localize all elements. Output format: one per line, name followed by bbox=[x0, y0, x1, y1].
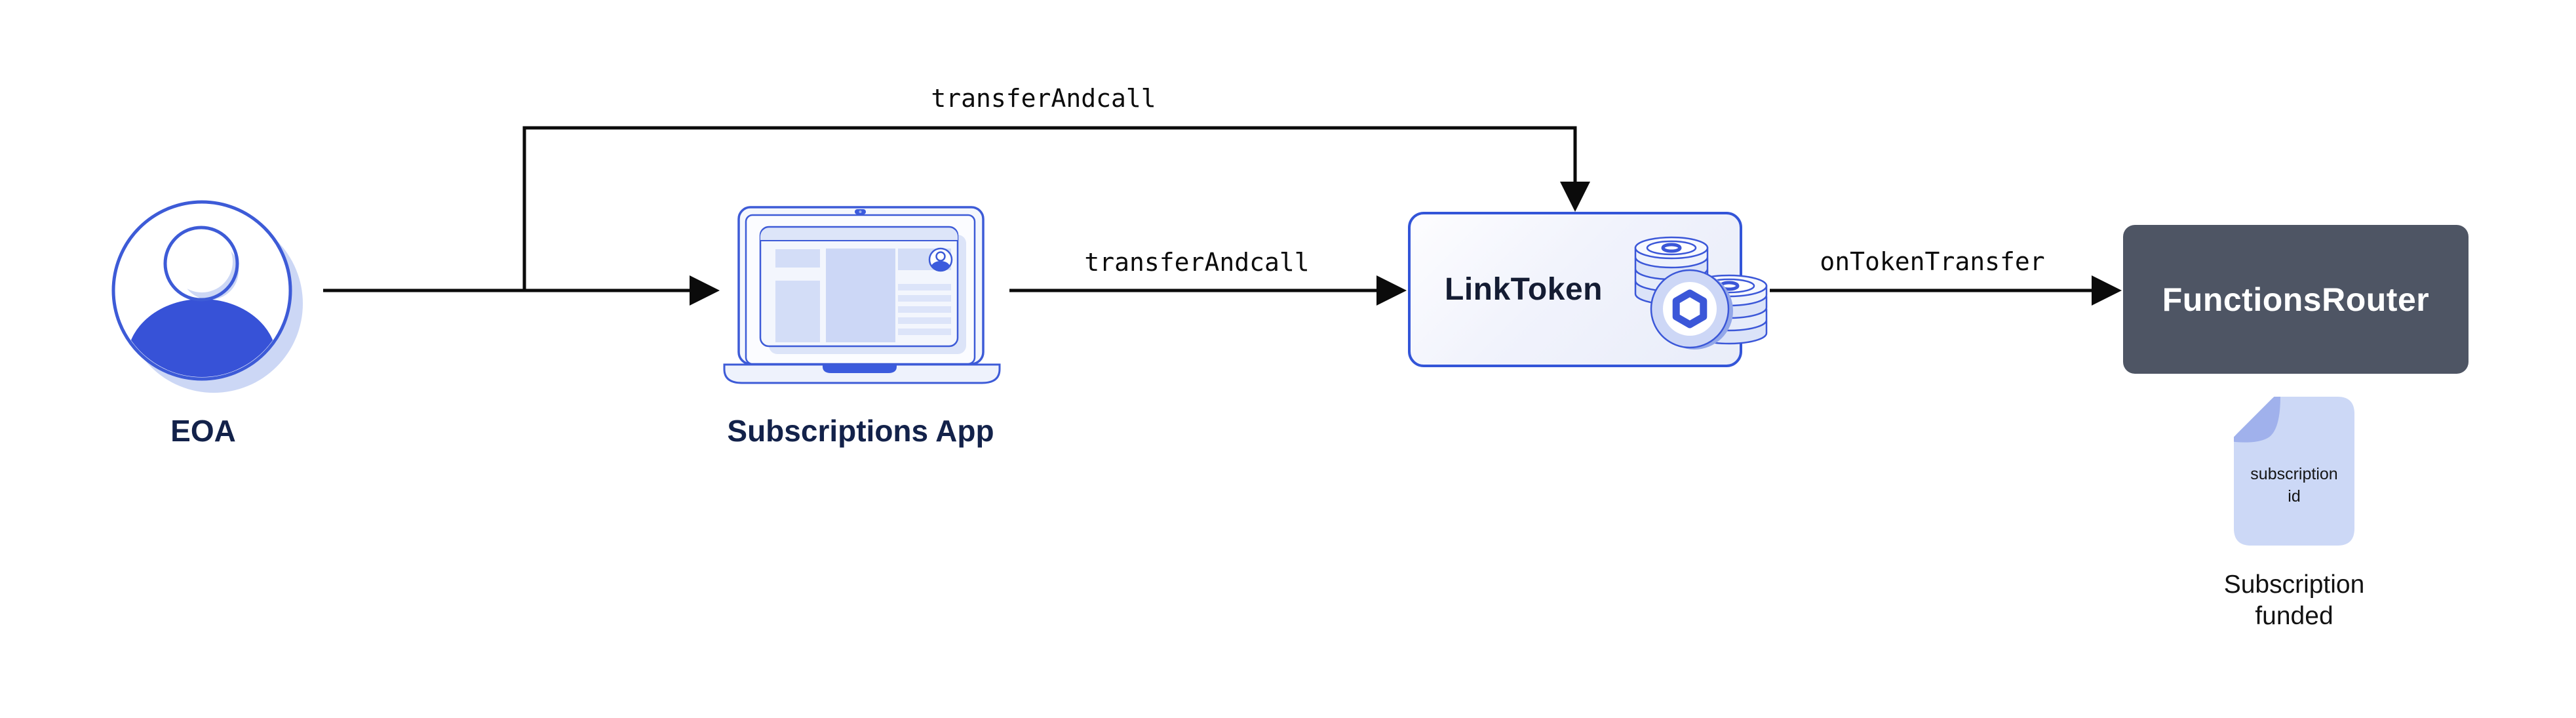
document-icon bbox=[2234, 397, 2354, 546]
subscription-id-text: subscription id bbox=[2250, 465, 2338, 506]
edge-label-top-transferandcall: transferAndcall bbox=[931, 84, 1156, 113]
edge-label-mid-transferandcall: transferAndcall bbox=[1084, 248, 1310, 277]
user-avatar-icon bbox=[111, 200, 303, 393]
subscriptions-app-label: Subscriptions App bbox=[727, 414, 994, 448]
arrowhead-into-router bbox=[2092, 275, 2122, 306]
arrowhead-into-linktoken-left bbox=[1376, 275, 1407, 306]
eoa-label: EOA bbox=[170, 414, 236, 448]
window-user-icon bbox=[928, 247, 953, 272]
functionsrouter-node: FunctionsRouter bbox=[2123, 225, 2469, 374]
arrowhead-into-linktoken-top bbox=[1560, 182, 1590, 212]
laptop-icon bbox=[723, 206, 1001, 384]
coin-stack-icon bbox=[1634, 236, 1768, 349]
edge-label-ontokentransfer: onTokenTransfer bbox=[1820, 247, 2045, 276]
subscription-funded-caption: Subscription funded bbox=[2223, 570, 2365, 630]
functionsrouter-label: FunctionsRouter bbox=[2162, 281, 2430, 318]
arrowhead-into-app bbox=[690, 275, 720, 306]
edge-eoa-to-linktoken bbox=[522, 126, 1577, 290]
linktoken-label: LinkToken bbox=[1445, 272, 1603, 307]
